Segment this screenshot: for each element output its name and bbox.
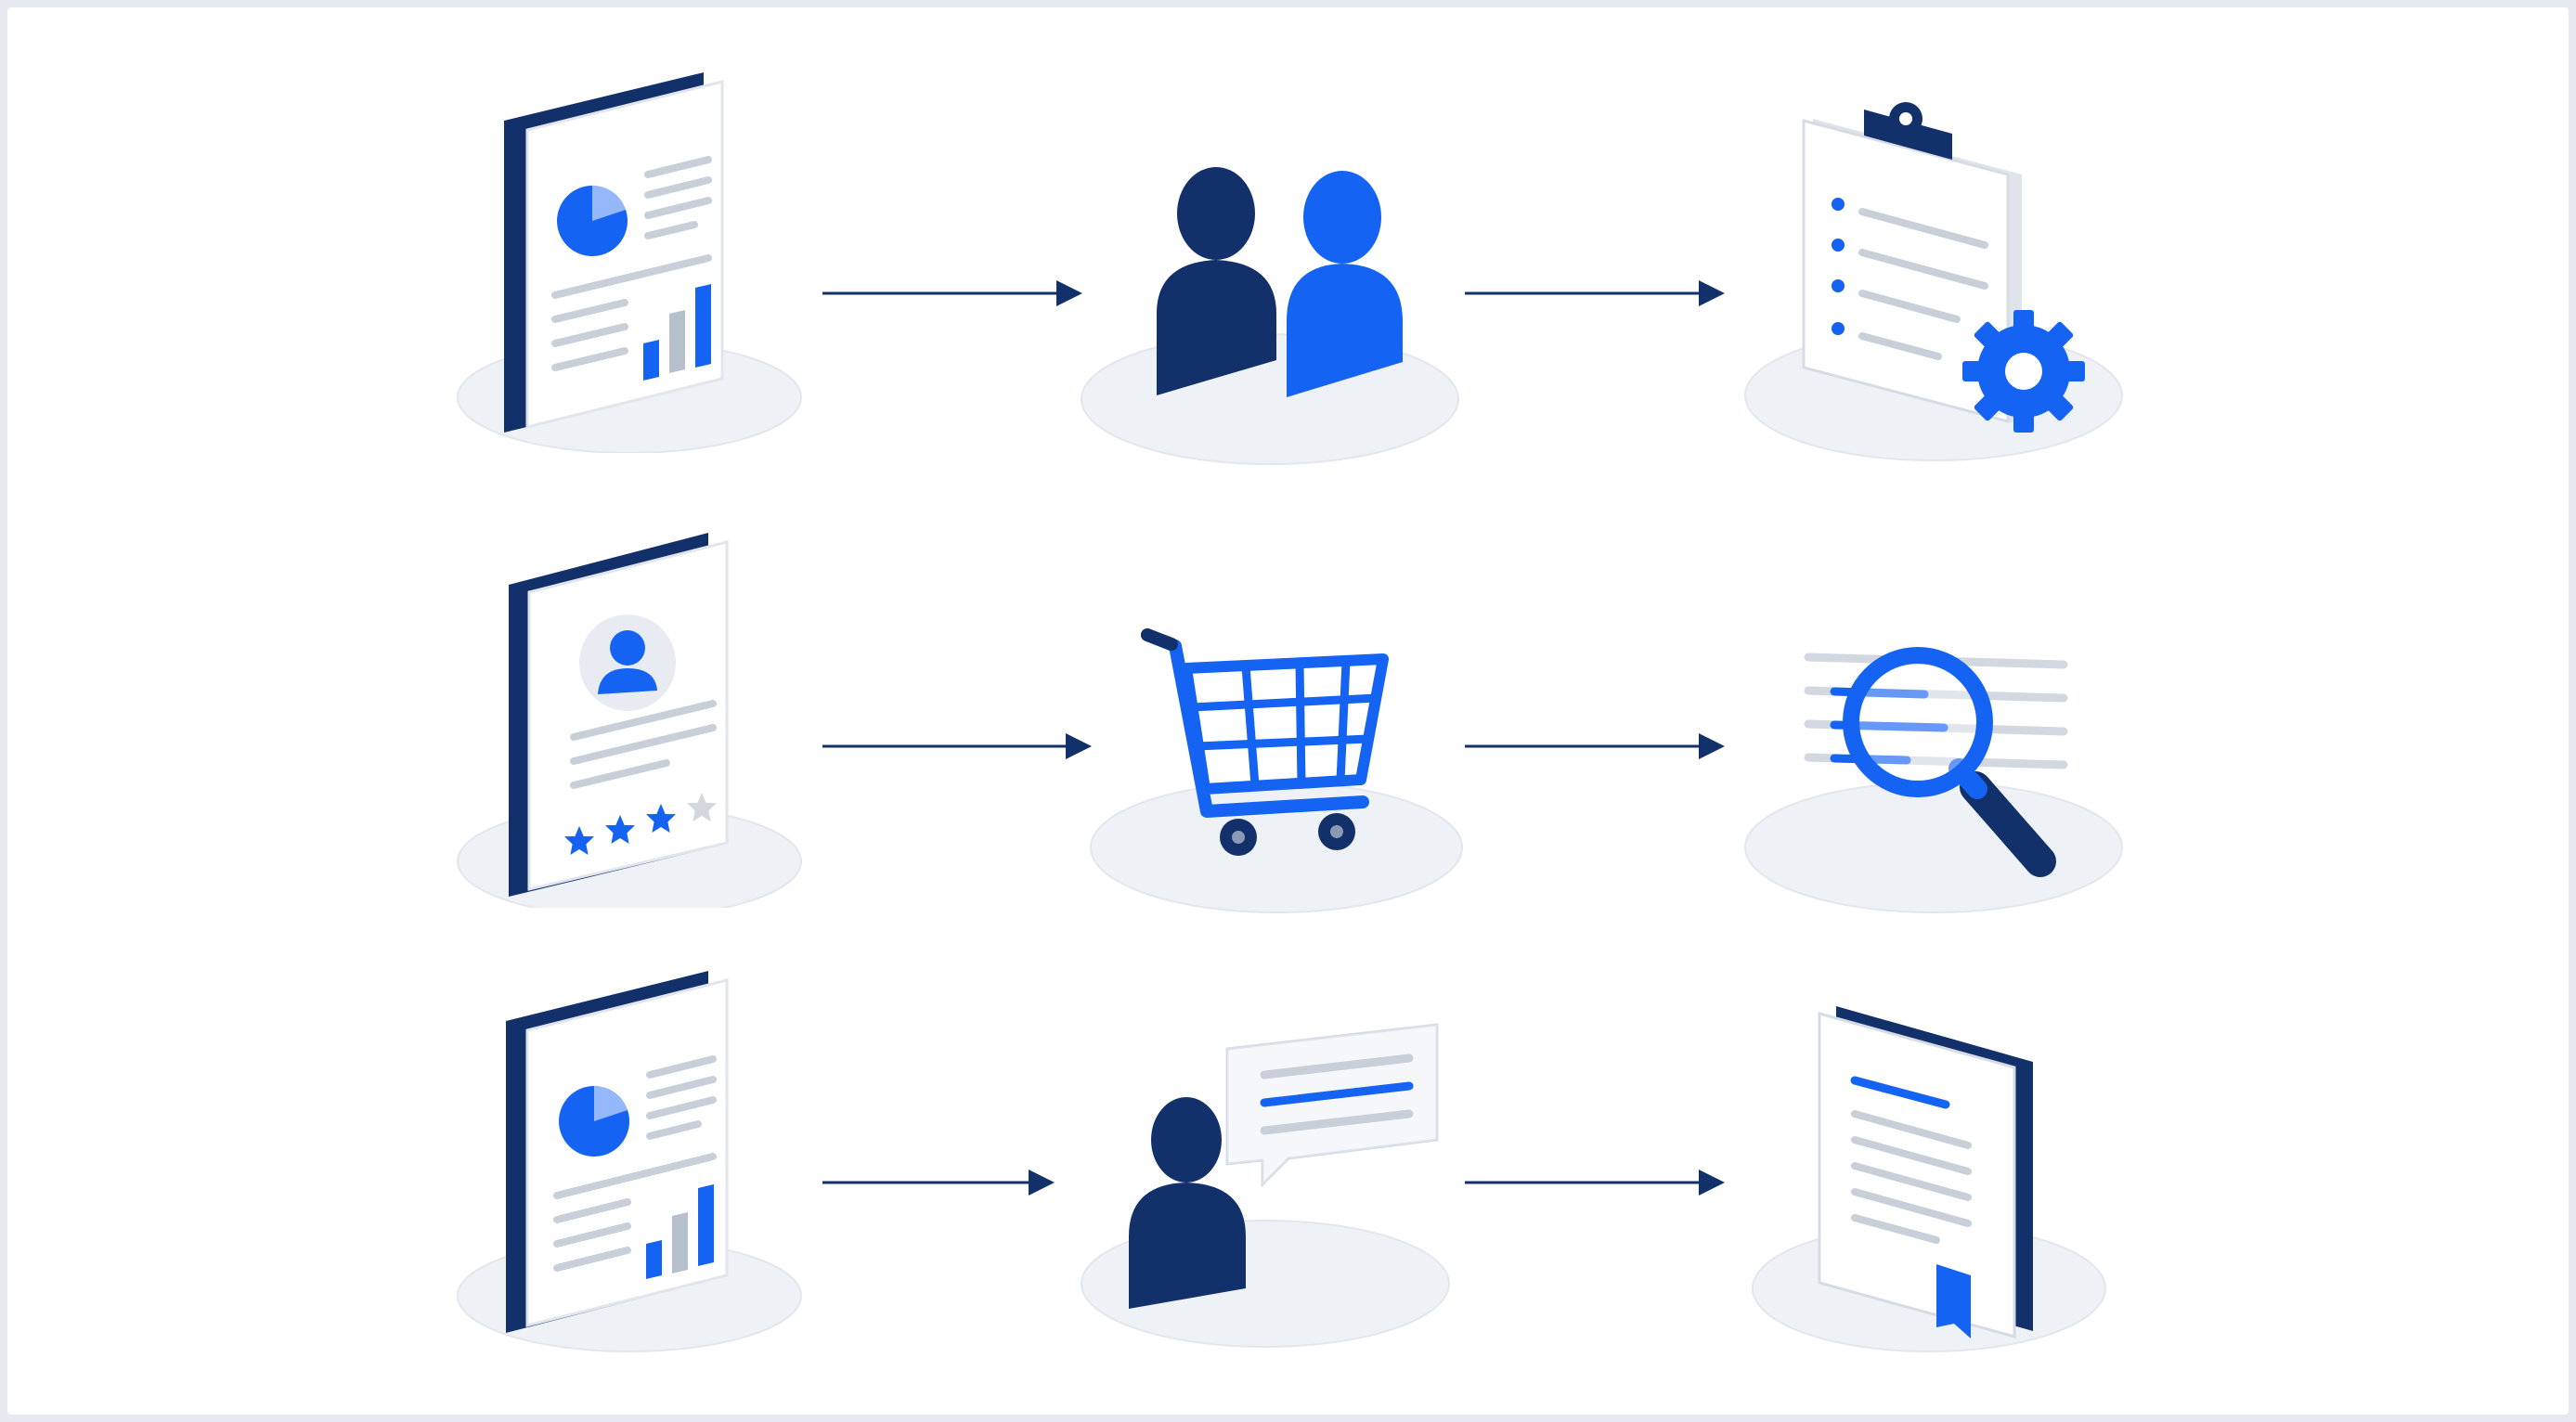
star-icon — [564, 826, 594, 855]
flow-arrow-r3-2 — [1465, 1164, 1725, 1201]
person-chat-icon — [1081, 1023, 1450, 1348]
flow-arrow-r2-2 — [1465, 728, 1725, 765]
arrow-right-icon — [822, 733, 1092, 759]
bookmark-ribbon-icon — [1936, 1264, 1971, 1338]
arrow-right-icon — [822, 280, 1082, 306]
step-row2-search — [1715, 509, 2142, 917]
flow-arrow-r1-2 — [1465, 275, 1725, 312]
rating-stars — [564, 793, 717, 855]
profile-card-icon — [457, 533, 802, 908]
clipboard-settings-icon — [1744, 102, 2123, 461]
diagram-canvas — [7, 7, 2569, 1415]
arrow-right-icon — [1465, 733, 1725, 759]
arrow-right-icon — [1465, 280, 1725, 306]
arrow-right-icon — [1465, 1170, 1725, 1196]
step-row3-report — [416, 945, 843, 1353]
flow-arrow-r1-1 — [822, 275, 1082, 312]
magnifier-search-icon — [1744, 647, 2123, 913]
report-document-icon — [457, 72, 802, 453]
step-row3-person-chat — [1056, 973, 1483, 1381]
step-row2-cart — [1056, 509, 1483, 917]
people-icon — [1081, 167, 1459, 465]
star-icon — [605, 815, 635, 844]
step-row3-certificate — [1715, 973, 2142, 1381]
flow-arrow-r3-1 — [822, 1164, 1055, 1201]
report-document-icon — [457, 971, 802, 1352]
flow-arrow-r2-1 — [822, 728, 1092, 765]
certificate-document-icon — [1752, 1006, 2106, 1352]
star-icon — [687, 793, 717, 821]
step-row1-report — [416, 45, 843, 453]
step-row2-profile — [416, 499, 843, 908]
arrow-right-icon — [822, 1170, 1055, 1196]
step-row1-clipboard — [1715, 63, 2142, 472]
star-icon — [646, 804, 676, 833]
step-row1-people — [1056, 63, 1483, 472]
gear-icon — [1962, 310, 2085, 433]
shopping-cart-icon — [1090, 628, 1463, 913]
